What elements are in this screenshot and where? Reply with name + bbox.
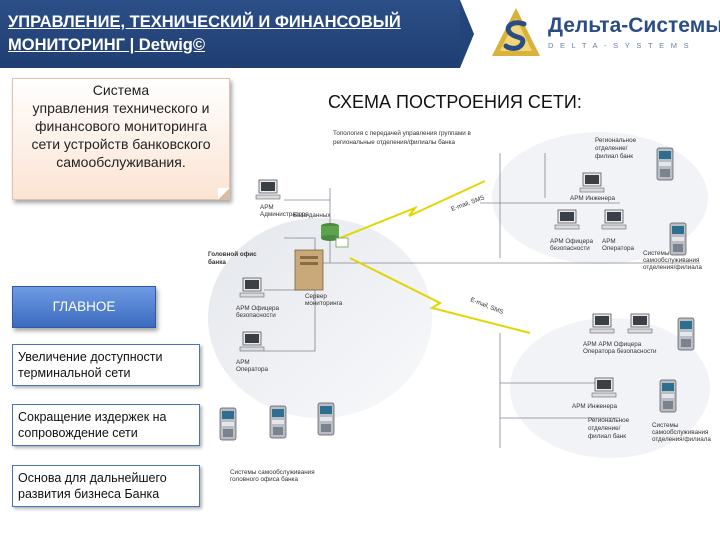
database-label: База данных bbox=[293, 212, 331, 219]
main-button[interactable]: ГЛАВНОЕ bbox=[12, 286, 156, 328]
arm-pair-bottom-line1: АРМ АРМ Офицера bbox=[583, 341, 642, 348]
regional-top-line1: Региональное bbox=[595, 137, 637, 144]
header-arrow bbox=[460, 0, 474, 68]
arm-security-top-line1: АРМ Офицера bbox=[550, 238, 593, 245]
benefit-text: терминальной сети bbox=[18, 366, 131, 380]
benefit-text: сопровождение сети bbox=[18, 426, 138, 440]
arm-operator-top-line1: АРМ bbox=[602, 238, 616, 245]
ss-top-line3: отделения/филиала bbox=[643, 264, 702, 271]
topology-caption-line1: Топология с передачей управления группам… bbox=[333, 129, 472, 137]
network-links bbox=[264, 153, 700, 448]
atm-icon bbox=[269, 405, 287, 439]
benefit-cost-reduction: Сокращение издержек на сопровождение сет… bbox=[12, 404, 200, 446]
network-diagram: E-mail, SMS E-mail, SMS Топология с пере… bbox=[208, 129, 711, 483]
note-fold-corner bbox=[218, 188, 230, 200]
description-line: финансового мониторинга bbox=[35, 118, 207, 134]
security-pc-icon bbox=[554, 209, 580, 230]
wireless-link-top bbox=[339, 180, 486, 239]
operator-pc-icon bbox=[601, 209, 627, 230]
ss-bottom-line2: самообслуживания bbox=[652, 428, 708, 436]
regional-top-line3: филиал банк bbox=[595, 152, 633, 160]
benefit-text: Сокращение издержек на bbox=[18, 410, 167, 424]
topology-caption-line2: региональные отделения/филиалы банка bbox=[333, 138, 456, 146]
security-pc-icon bbox=[239, 277, 265, 298]
atm-icon bbox=[317, 402, 335, 436]
ss-bottom-line3: отделения/филиала bbox=[652, 436, 711, 443]
benefit-text: развития бизнеса Банка bbox=[18, 487, 160, 501]
admin-pc-icon bbox=[255, 179, 281, 200]
arm-admin-line1: АРМ bbox=[260, 204, 274, 211]
regional-bottom-line1: Региональное bbox=[588, 417, 630, 424]
ss-head-office-line1: Системы самообслуживания bbox=[230, 468, 315, 476]
head-office-label-line1: Головной офис bbox=[208, 250, 257, 258]
regional-top-line2: отделение/ bbox=[595, 145, 628, 152]
arm-security-top-line2: безопасности bbox=[550, 244, 590, 252]
database-icon bbox=[321, 223, 339, 241]
scheme-title: СХЕМА ПОСТРОЕНИЯ СЕТИ: bbox=[328, 92, 582, 112]
arm-pair-bottom-line2: Оператора безопасности bbox=[583, 347, 657, 355]
description-line: сети устройств банковского bbox=[31, 136, 211, 152]
description-note: Система управления технического и финанс… bbox=[12, 78, 230, 200]
logo-name: Дельта-Системы bbox=[548, 14, 720, 37]
server-label-line2: мониторинга bbox=[305, 300, 343, 307]
monitoring-server-icon bbox=[294, 249, 324, 291]
security-pc-icon bbox=[589, 313, 615, 334]
regional-area-top bbox=[492, 132, 708, 264]
mail-icon bbox=[335, 237, 349, 248]
ss-bottom-line1: Системы bbox=[652, 422, 679, 429]
engineer-pc-icon bbox=[591, 377, 617, 398]
operator-pc-icon bbox=[627, 313, 653, 334]
link-label-bottom: E-mail, SMS bbox=[469, 296, 504, 316]
server-label-line1: Сервер bbox=[305, 293, 327, 300]
regional-bottom-line2: отделение/ bbox=[588, 425, 621, 432]
slide-title-line2: МОНИТОРИНГ | Detwig© bbox=[8, 36, 206, 54]
arm-operator-line1: АРМ bbox=[236, 359, 250, 366]
head-office-label-line2: банка bbox=[208, 258, 226, 266]
ss-top-line2: самообслуживания bbox=[643, 256, 699, 264]
benefit-availability: Увеличение доступности терминальной сети bbox=[12, 344, 200, 386]
header-band bbox=[0, 0, 460, 68]
arm-engineer-top: АРМ Инженера bbox=[570, 195, 616, 202]
atm-icon bbox=[656, 147, 674, 181]
atm-icon bbox=[219, 407, 237, 441]
link-label-top: E-mail, SMS bbox=[450, 194, 485, 213]
engineer-pc-icon bbox=[579, 172, 605, 193]
atm-icon bbox=[659, 379, 677, 413]
ss-top-line1: Системы bbox=[643, 250, 670, 257]
atm-icon bbox=[677, 317, 695, 351]
regional-bottom-line3: филиал банк bbox=[588, 432, 626, 440]
arm-operator-line2: Оператора bbox=[236, 366, 268, 373]
arm-security-line1: АРМ Офицера bbox=[236, 305, 279, 312]
wireless-link-bottom bbox=[349, 257, 531, 334]
arm-engineer-bottom: АРМ Инженера bbox=[572, 403, 618, 410]
arm-admin-line2: Администратора bbox=[260, 211, 309, 218]
delta-systems-logo-icon bbox=[492, 8, 540, 56]
head-office-area bbox=[208, 218, 432, 418]
benefit-business-growth: Основа для дальнейшего развития бизнеса … bbox=[12, 465, 200, 507]
operator-pc-icon bbox=[239, 331, 265, 352]
logo-subtitle: DELTA-SYSTEMS bbox=[548, 41, 696, 50]
atm-icon bbox=[669, 222, 687, 256]
ss-head-office-line2: головного офиса банка bbox=[230, 475, 298, 483]
description-line: Система bbox=[92, 82, 150, 98]
description-line: управления технического и bbox=[32, 100, 210, 116]
benefit-text: Увеличение доступности bbox=[18, 350, 163, 364]
arm-security-line2: безопасности bbox=[236, 311, 276, 319]
arm-operator-top-line2: Оператора bbox=[602, 245, 634, 252]
description-line: самообслуживания. bbox=[56, 154, 186, 170]
benefit-text: Основа для дальнейшего bbox=[18, 471, 167, 485]
slide-title-line1: УПРАВЛЕНИЕ, ТЕХНИЧЕСКИЙ И ФИНАНСОВЫЙ bbox=[8, 13, 401, 31]
